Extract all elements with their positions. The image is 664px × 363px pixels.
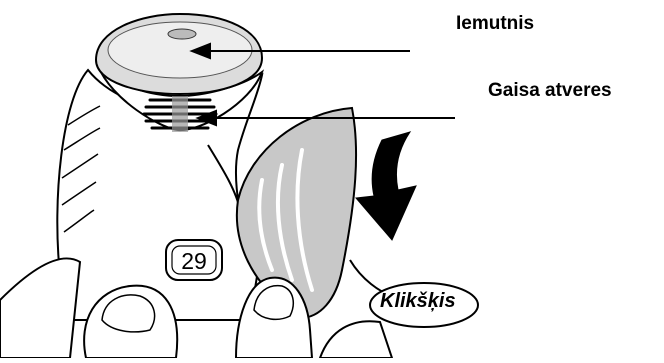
dose-counter-value: 29 [181,248,207,274]
air-vent-slot [172,96,188,132]
mouthpiece-opening [168,29,196,39]
right-hand [320,321,392,358]
label-click: Klikšķis [380,290,456,313]
label-mouthpiece: Iemutnis [456,13,534,35]
rotation-arrow-icon [356,132,416,240]
label-air-vents: Gaisa atveres [488,80,612,102]
left-hand [0,258,80,358]
